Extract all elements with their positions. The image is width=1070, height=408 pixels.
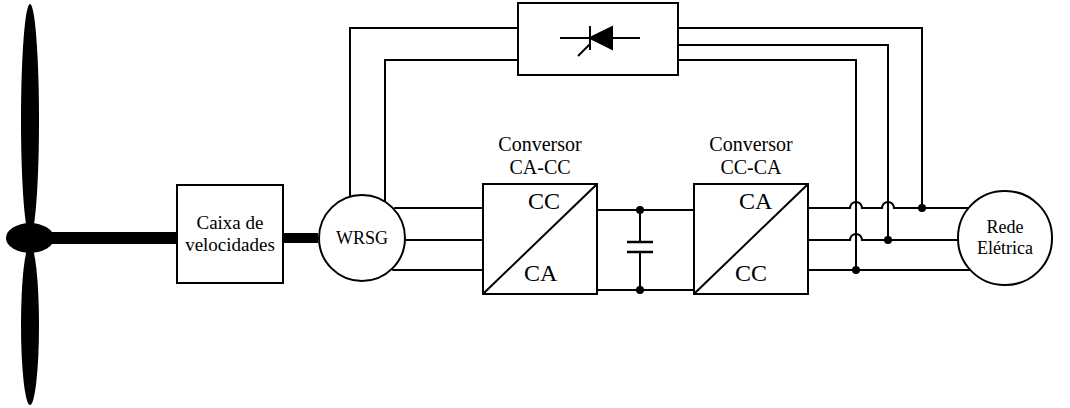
converter-heading: Conversor CC-CA: [695, 133, 807, 179]
wire: [678, 28, 922, 208]
port-label: CC: [735, 261, 767, 285]
wind-turbine: [6, 4, 203, 405]
power-line: [809, 202, 970, 270]
port-label: CC: [528, 189, 560, 213]
converter-box: Conversor CA-CCCCCA: [482, 183, 598, 295]
diagonal-line: [695, 185, 807, 293]
generator-circle: WRSG: [318, 194, 406, 282]
port-label: CA: [739, 189, 772, 213]
wire: [639, 252, 641, 290]
wire: [385, 60, 518, 201]
turbine-blade: [21, 245, 39, 405]
capacitor-plate: [627, 241, 653, 244]
gearbox-box: Caixa de velocidades: [176, 184, 284, 284]
converter-box: Conversor CC-CACACC: [693, 183, 809, 295]
power-line: [598, 210, 693, 290]
converter-heading: Conversor CA-CC: [484, 133, 596, 179]
capacitor-plate: [627, 251, 653, 254]
node-label: WRSG: [336, 228, 388, 249]
wire: [350, 28, 518, 196]
turbine-hub: [6, 223, 54, 253]
grid-circle: Rede Elétrica: [957, 190, 1052, 285]
port-label: CA: [524, 261, 557, 285]
turbine-blade: [21, 4, 39, 236]
thyristor-symbol: [590, 27, 612, 49]
thyristor-bar: [589, 26, 591, 50]
thyristor-box: [518, 3, 678, 75]
thyristor-gate: [578, 44, 590, 56]
wire: [639, 210, 641, 242]
crowbar-wiring: [350, 3, 922, 290]
drive-shaft: [284, 233, 318, 243]
node-label: Caixa de velocidades: [178, 212, 282, 256]
node-label: Rede Elétrica: [969, 217, 1041, 258]
diagonal-line: [484, 185, 596, 293]
